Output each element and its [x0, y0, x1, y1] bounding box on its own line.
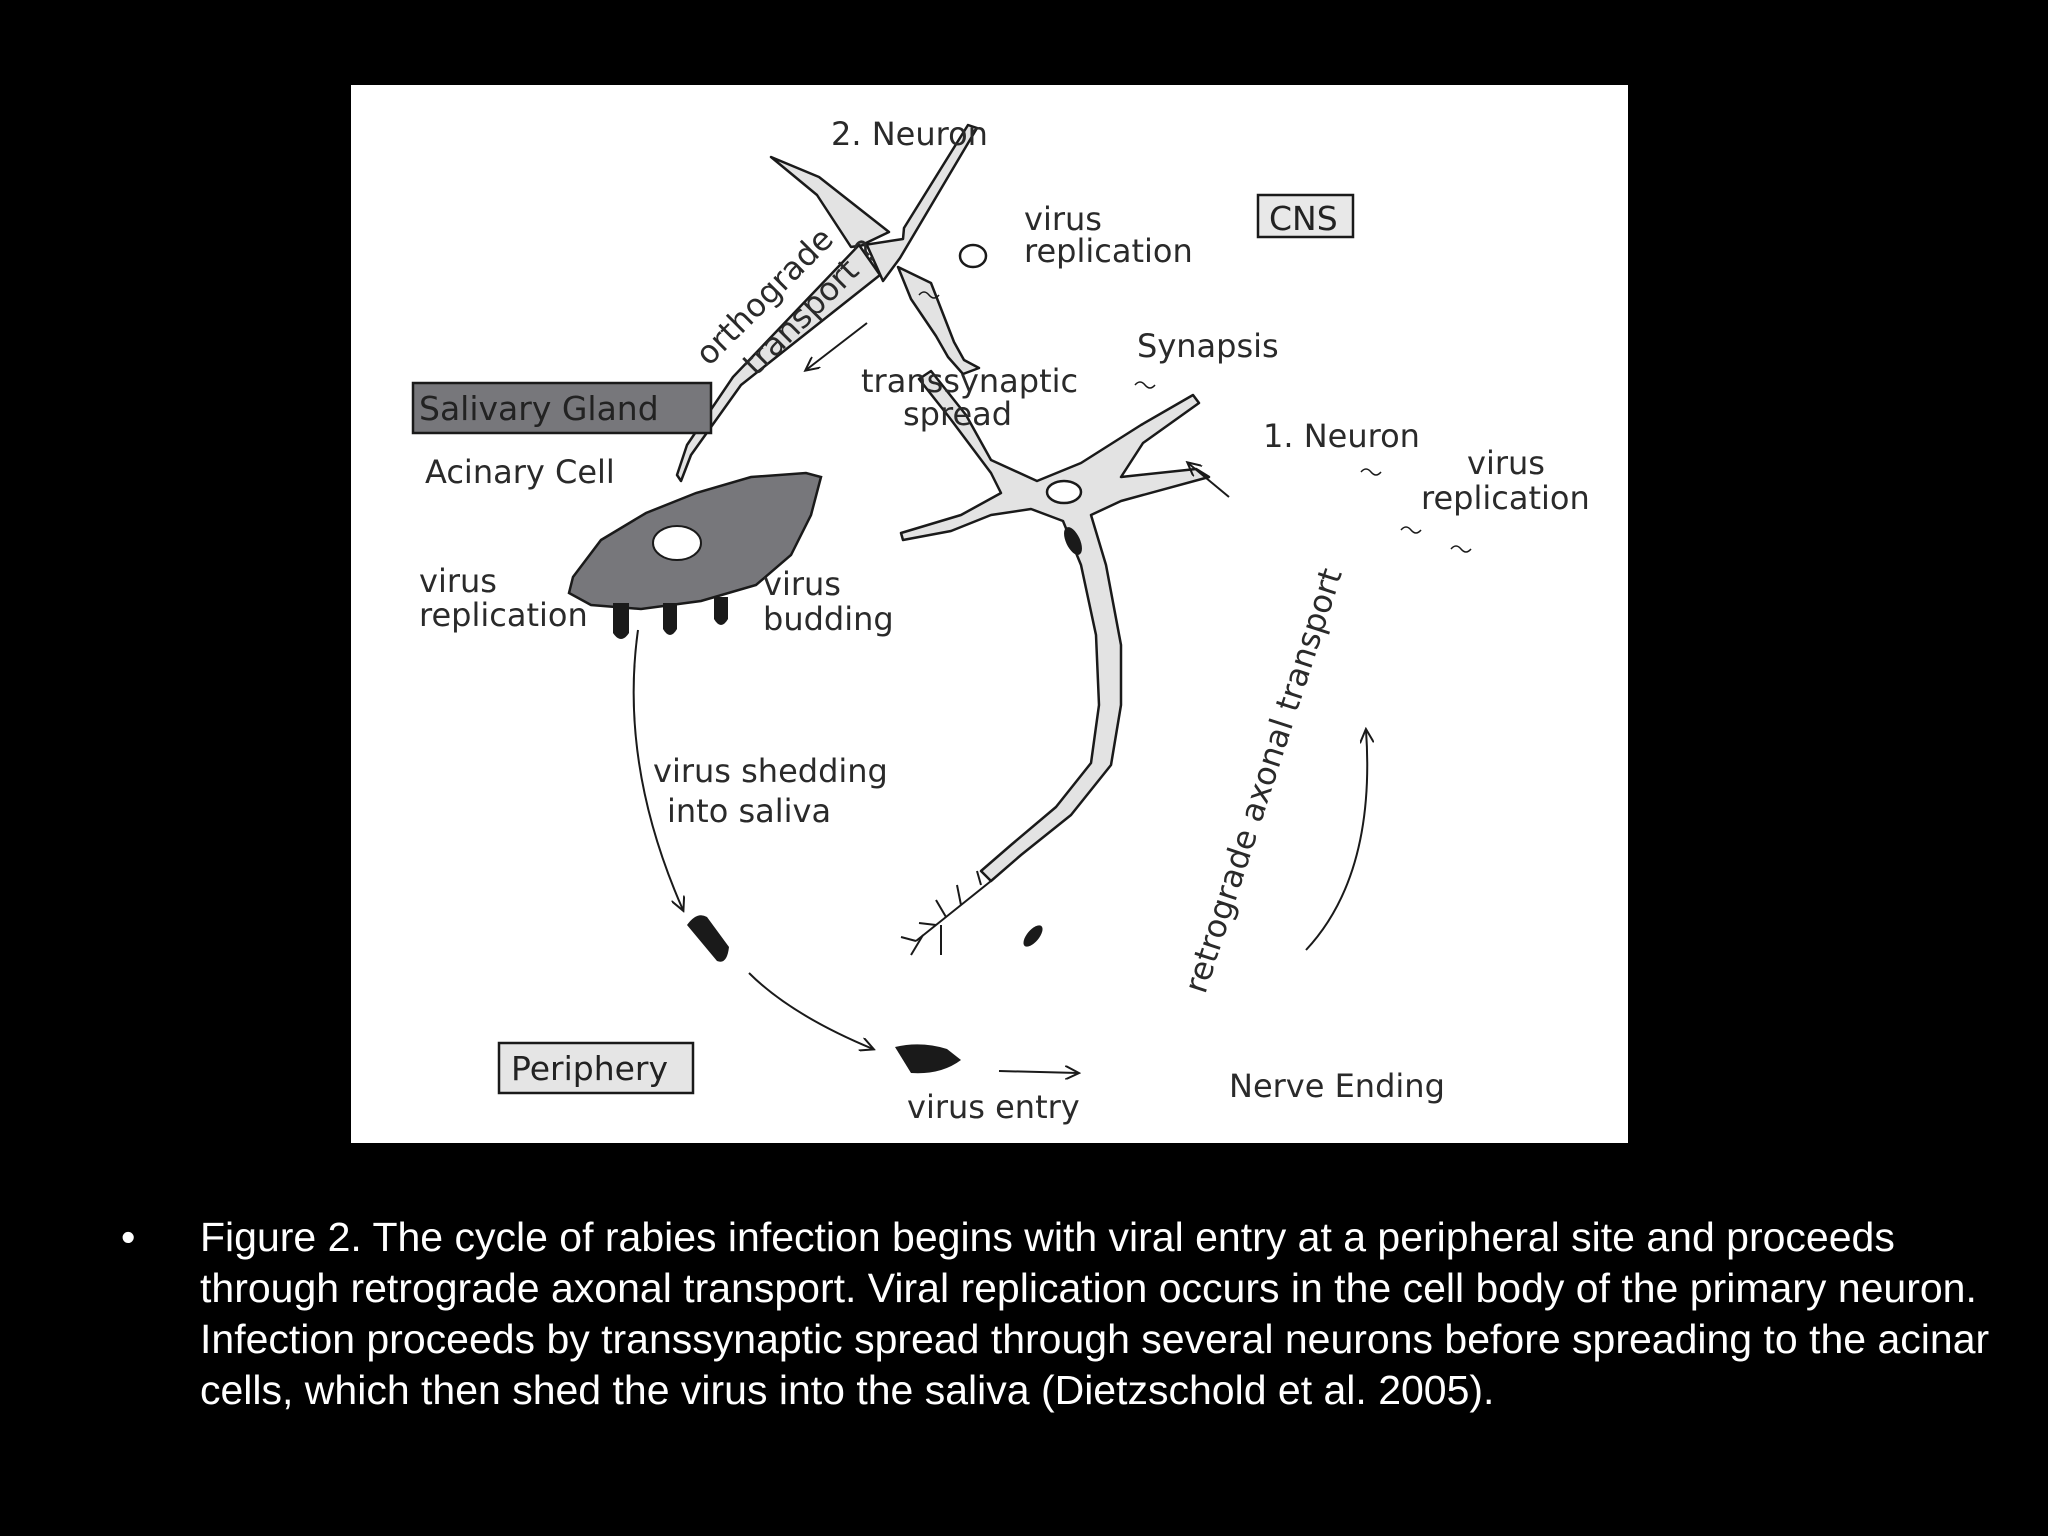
salivary-gland-box — [411, 381, 713, 435]
caption-bullet: • — [121, 1214, 136, 1260]
label-shedding-1: virus shedding — [653, 752, 888, 790]
virus-bud-1 — [613, 603, 629, 639]
label-virus-replication-right-1: virus — [1467, 444, 1545, 482]
flow-arrows — [632, 322, 1368, 1073]
virus-particle-saliva — [687, 915, 729, 962]
acinary-nucleus — [652, 525, 702, 561]
entry-arrow — [998, 1071, 1078, 1073]
neuron-1-nucleus — [1045, 479, 1083, 505]
label-shedding-2: into saliva — [667, 792, 831, 830]
retrograde-arrow — [1305, 730, 1367, 951]
orthograde-arrow — [806, 322, 868, 370]
virus-particle-axon-top — [1064, 527, 1082, 555]
caption-text: Figure 2. The cycle of rabies infection … — [200, 1214, 1990, 1413]
label-virus-entry: virus entry — [907, 1088, 1080, 1126]
neuron-2-nucleus-oval — [958, 243, 988, 269]
label-retrograde: retrograde axonal transport — [1176, 564, 1349, 998]
rabies-cycle-diagram: 2. Neuron CNS virus replication orthogra… — [411, 115, 1590, 1126]
virus-bud-2 — [663, 603, 677, 635]
virus-bud-3 — [714, 597, 728, 625]
label-nerve-ending: Nerve Ending — [1229, 1067, 1445, 1105]
label-virus-replication-left-1: virus — [419, 562, 497, 600]
virus-particle-axon-bottom — [1023, 925, 1043, 947]
label-transsynaptic-1: transsynaptic — [861, 362, 1078, 400]
label-virus-budding-2: budding — [763, 600, 894, 638]
label-virus-replication-top-2: replication — [1024, 232, 1193, 270]
figure-panel: 2. Neuron CNS virus replication orthogra… — [351, 85, 1628, 1143]
label-salivary-gland: Salivary Gland — [419, 389, 659, 428]
neuron-2-shape — [675, 123, 981, 483]
label-virus-replication-top-1: virus — [1024, 200, 1102, 238]
periphery-box — [497, 1041, 695, 1095]
nerve-ending-branches — [900, 870, 992, 956]
label-virus-replication-left-2: replication — [419, 596, 588, 634]
transport-arrow — [748, 972, 873, 1049]
label-1-neuron: 1. Neuron — [1263, 417, 1420, 455]
shedding-arrow — [632, 629, 683, 910]
label-virus-budding-1: virus — [763, 565, 841, 603]
label-acinary-cell: Acinary Cell — [425, 453, 615, 491]
label-transsynaptic-2: spread — [903, 395, 1012, 433]
label-cns: CNS — [1269, 199, 1338, 238]
neuron-1-shape — [899, 369, 1211, 883]
cns-box — [1256, 193, 1355, 239]
transsynaptic-arrow — [1188, 463, 1230, 498]
label-virus-replication-right-2: replication — [1421, 479, 1590, 517]
label-synapsis: Synapsis — [1137, 327, 1279, 365]
label-2-neuron: 2. Neuron — [831, 115, 988, 153]
virus-particle-entry — [895, 1044, 961, 1074]
synaptic-vesicles — [918, 291, 1472, 553]
label-periphery: Periphery — [511, 1049, 668, 1088]
